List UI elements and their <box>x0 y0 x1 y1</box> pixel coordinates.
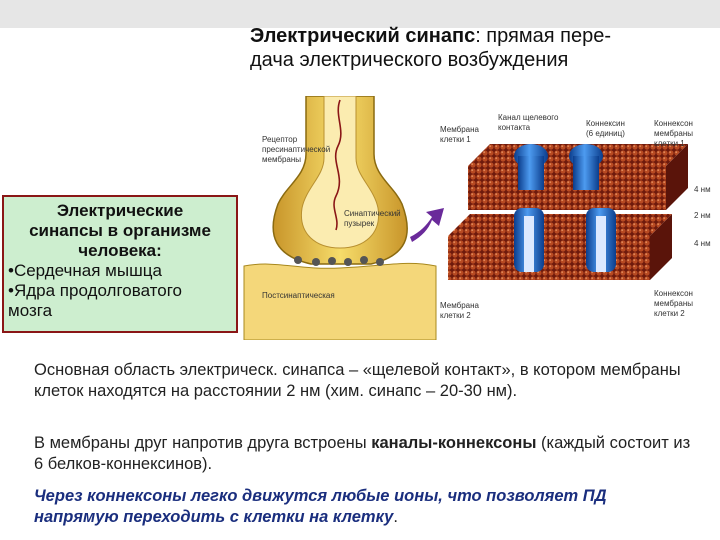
paragraph-gap-junction: Основная область электрическ. синапса – … <box>34 360 694 402</box>
label-connexin-2: (6 единиц) <box>586 129 625 138</box>
label-connexon1-2: мембраны <box>654 129 693 138</box>
sidebar-heading-3: человека: <box>78 241 162 260</box>
label-connexon2-3: клетки 2 <box>654 309 685 318</box>
sidebar-box: Электрические синапсы в организме челове… <box>2 195 238 333</box>
slide-title: Электрический синапс: прямая пере- дача … <box>250 24 710 72</box>
label-receptor-2: пресинаптической <box>262 145 330 154</box>
label-postsynaptic: Постсинаптическая <box>262 291 335 300</box>
label-membrane2-2: клетки 2 <box>440 311 471 320</box>
label-canal: Канал щелевого <box>498 113 559 122</box>
synapse-figure: Рецептор пресинаптической мембраны Синап… <box>236 96 720 340</box>
label-membrane2: Мембрана <box>440 301 480 310</box>
label-connexon2-2: мембраны <box>654 299 693 308</box>
sidebar-heading-1: Электрические <box>57 201 183 220</box>
sidebar-item-medulla: •Ядра продолговатого <box>8 281 232 301</box>
label-receptor-3: мембраны <box>262 155 301 164</box>
label-connexon1: Коннексон <box>654 119 693 128</box>
label-membrane1: Мембрана <box>440 125 480 134</box>
label-connexon2: Коннексон <box>654 289 693 298</box>
sidebar-item-heart: •Сердечная мышца <box>8 261 232 281</box>
label-receptor: Рецептор <box>262 135 298 144</box>
label-vesicle-2: пузырек <box>344 219 375 228</box>
label-membrane1-2: клетки 1 <box>440 135 471 144</box>
p3-text: Через коннексоны легко движутся любые ио… <box>34 487 607 526</box>
p3-end: . <box>393 508 398 526</box>
sidebar-item-medulla-cont: мозга <box>8 301 232 321</box>
gap-junction-drawing <box>448 144 688 280</box>
arrow-icon <box>410 208 444 242</box>
label-dim-3: 4 нм <box>694 239 711 248</box>
chemical-synapse-drawing <box>244 96 436 340</box>
label-canal-2: контакта <box>498 123 531 132</box>
title-rest: : прямая пере- <box>475 25 611 47</box>
synapse-illustration: Рецептор пресинаптической мембраны Синап… <box>236 96 720 340</box>
label-dim-1: 4 нм <box>694 185 711 194</box>
label-connexon1-3: клетки 1 <box>654 139 685 148</box>
label-connexin: Коннексин <box>586 119 625 128</box>
paragraph-ions: Через коннексоны легко движутся любые ио… <box>34 486 694 528</box>
p2-text-a: В мембраны друг напротив друга встроены <box>34 434 371 452</box>
sidebar-heading: Электрические синапсы в организме челове… <box>8 201 232 261</box>
label-vesicle: Синаптический <box>344 209 401 218</box>
title-line2: дача электрического возбуждения <box>250 49 568 71</box>
title-bold: Электрический синапс <box>250 25 475 47</box>
sidebar-heading-2: синапсы в организме <box>29 221 211 240</box>
paragraph-connexons: В мембраны друг напротив друга встроены … <box>34 433 694 475</box>
p2-bold: каналы-коннексоны <box>371 434 536 452</box>
label-dim-2: 2 нм <box>694 211 711 220</box>
